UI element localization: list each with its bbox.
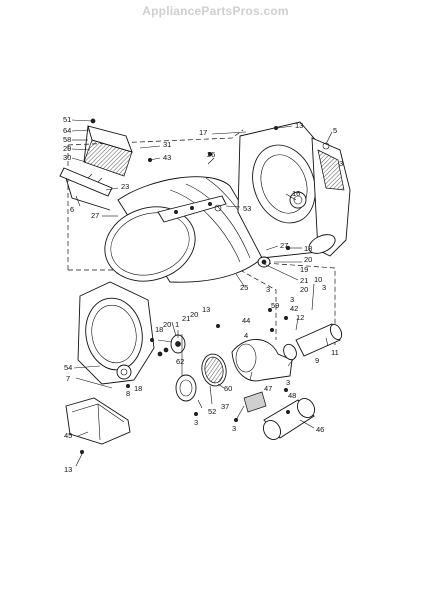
blower-housing — [231, 339, 293, 382]
blower-wheel — [175, 353, 227, 402]
callout-label: 10 — [314, 275, 322, 284]
callout-label: 44 — [242, 316, 250, 325]
callout-label: 3 — [339, 159, 343, 168]
rear-shaft-assembly — [257, 234, 336, 268]
callout-label: 27 — [280, 241, 288, 250]
callout-label: 53 — [243, 204, 251, 213]
callout-label: 46 — [316, 425, 324, 434]
callout-label: 13 — [64, 465, 72, 474]
callout-label: 30 — [63, 153, 71, 162]
callout-label: 59 — [271, 301, 279, 310]
callout-label: 18 — [134, 384, 142, 393]
lint-filter-screen — [83, 118, 133, 177]
callout-label: 62 — [176, 357, 184, 366]
drive-motor — [243, 391, 315, 440]
callout-label: 45 — [64, 431, 72, 440]
site-watermark: AppliancePartsPros.com — [142, 4, 289, 18]
callout-label: 13 — [295, 121, 303, 130]
front-bulkhead — [77, 281, 155, 385]
callout-label: 5 — [333, 126, 337, 135]
exhaust-duct — [283, 323, 343, 361]
callout-label: 18 — [155, 325, 163, 334]
callout-label: 3 — [290, 295, 294, 304]
callout-label: 27 — [91, 211, 99, 220]
callout-label: 9 — [315, 356, 319, 365]
idler-pulley-assembly — [157, 334, 186, 357]
callout-label: 11 — [331, 348, 339, 357]
callout-label: 18 — [304, 244, 312, 253]
callout-label: 3 — [286, 378, 290, 387]
callout-label: 6 — [70, 205, 74, 214]
callout-label: 17 — [199, 128, 207, 137]
callout-label: 1 — [175, 320, 179, 329]
callout-label: 31 — [163, 140, 171, 149]
callout-label: 3 — [194, 418, 198, 427]
callout-label: 8 — [126, 389, 130, 398]
callout-label: 21 — [300, 276, 308, 285]
front-panel-lint-housing — [65, 397, 131, 445]
callout-label: 16 — [292, 189, 300, 198]
callout-leaders — [71, 119, 333, 467]
callout-label: 19 — [300, 265, 308, 274]
callout-label: 42 — [290, 304, 298, 313]
callout-label: 12 — [296, 313, 304, 322]
callout-label: 29 — [63, 144, 71, 153]
callout-label: 3 — [232, 424, 236, 433]
callout-label: 20 — [304, 255, 312, 264]
callout-label: 26 — [207, 150, 215, 159]
callout-label: 47 — [264, 384, 272, 393]
filter-housing-rail — [59, 167, 113, 211]
callout-label: 60 — [224, 384, 232, 393]
callout-label: 20 — [300, 285, 308, 294]
blower-duct-housing — [311, 137, 351, 257]
callout-label: 51 — [63, 115, 71, 124]
callout-label: 23 — [121, 182, 129, 191]
callout-label: 48 — [288, 391, 296, 400]
callout-label: 25 — [240, 283, 248, 292]
callout-label: 3 — [266, 285, 270, 294]
callout-label: 64 — [63, 126, 71, 135]
hardware-screws — [80, 126, 290, 454]
callout-label: 7 — [66, 374, 70, 383]
callout-labels: 51 64 58 29 30 31 43 17 13 5 26 3 16 23 … — [63, 115, 343, 474]
callout-label: 20 — [163, 320, 171, 329]
callout-label: 37 — [221, 402, 229, 411]
callout-label: 21 — [182, 314, 190, 323]
callout-label: 13 — [202, 305, 210, 314]
callout-label: 4 — [244, 331, 248, 340]
callout-label: 43 — [163, 153, 171, 162]
callout-label: 54 — [64, 363, 72, 372]
callout-label: 3 — [322, 283, 326, 292]
callout-label: 20 — [190, 310, 198, 319]
callout-label: 52 — [208, 407, 216, 416]
callout-label: 58 — [63, 135, 71, 144]
